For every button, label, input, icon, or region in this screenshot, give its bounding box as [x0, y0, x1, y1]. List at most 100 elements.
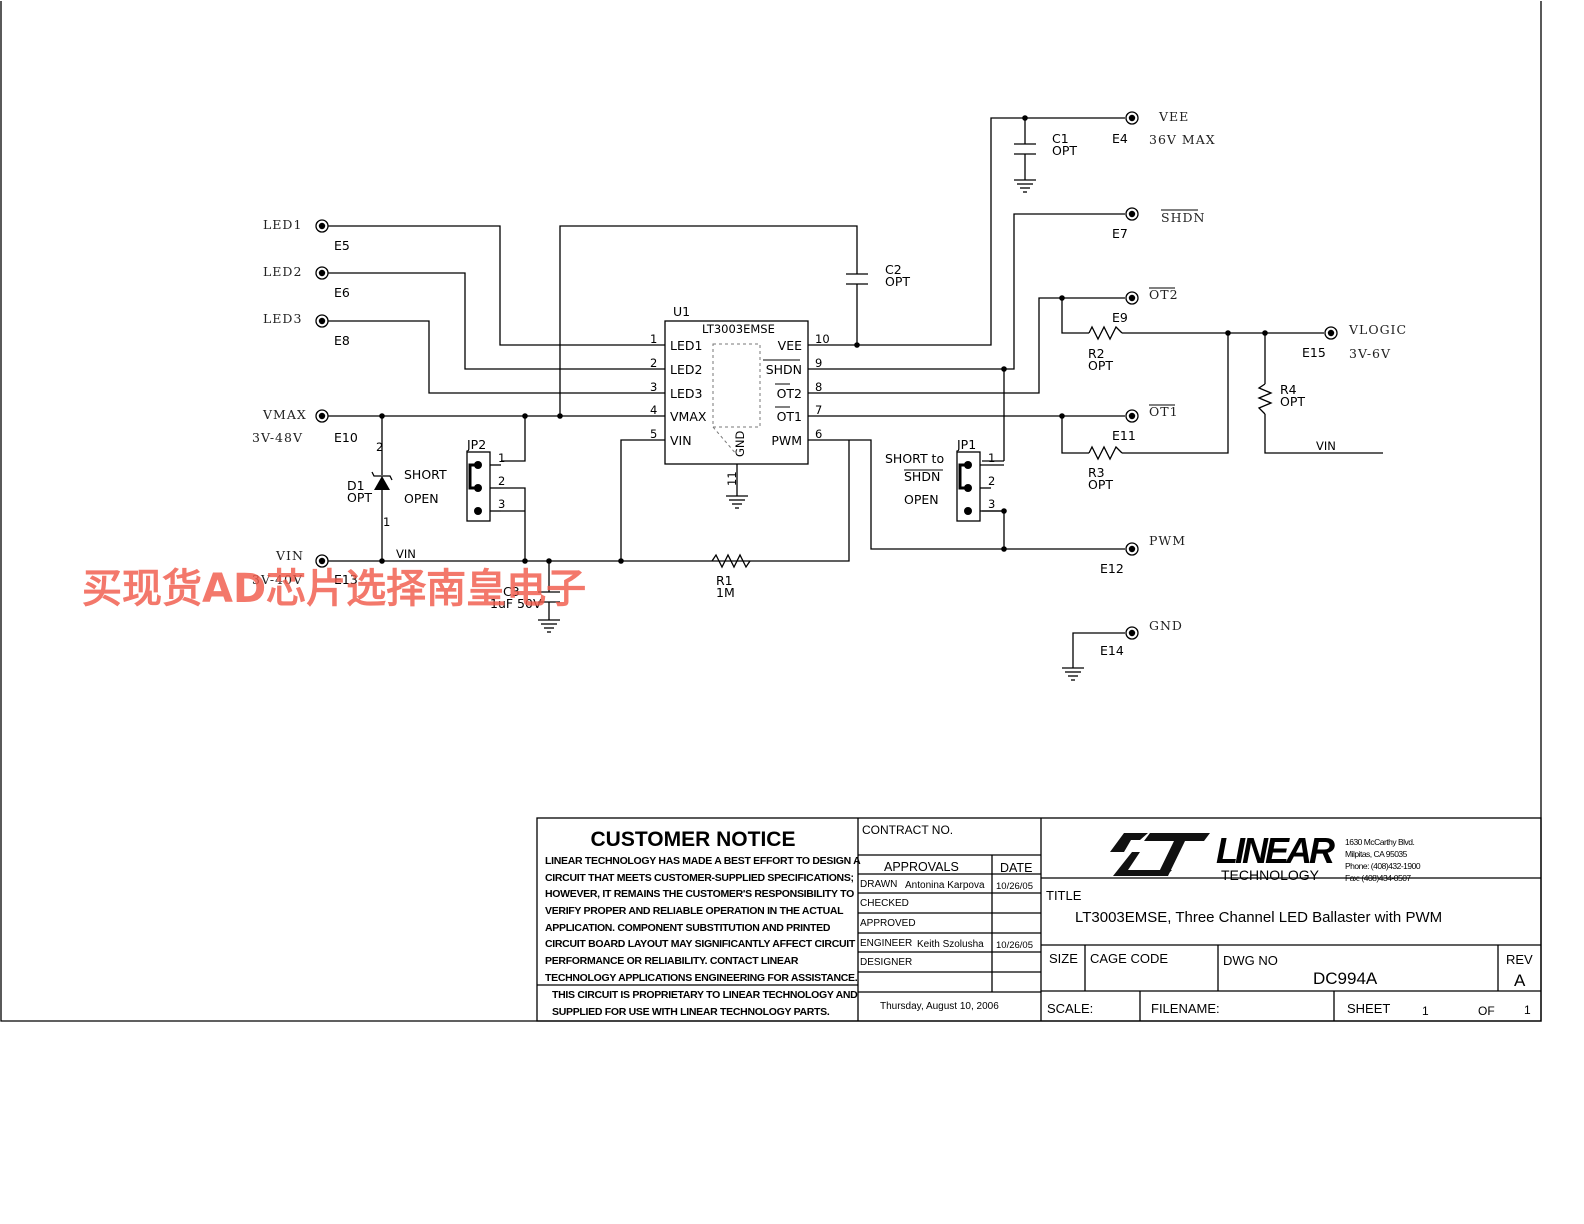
ic-pin-num: 7 [815, 403, 822, 417]
ic-pin-name: OT1 [777, 409, 802, 424]
title-label: TITLE [1046, 888, 1082, 903]
vlogic-name: VLOGIC [1348, 322, 1407, 337]
diode-d1: 2 1 D1 OPT [347, 440, 393, 529]
vin-note: 3V-40V [252, 572, 303, 587]
led2-name: LED2 [263, 264, 302, 279]
c3-ref: C3 [503, 584, 520, 599]
ic-pin-name: LED3 [670, 386, 702, 401]
notice-line: TECHNOLOGY APPLICATIONS ENGINEERING FOR … [545, 972, 858, 984]
sheet-label: SHEET [1347, 1001, 1390, 1016]
c3-value: 1uF 50V [490, 596, 542, 611]
ic-pin-name: LED1 [670, 338, 702, 353]
resistor-r1: R1 1M [711, 553, 751, 600]
engineer-date: 10/26/05 [996, 940, 1033, 951]
drawn-label: DRAWN [860, 879, 897, 890]
led1-ref: E5 [334, 238, 350, 253]
ot2-name: OT2 [1149, 287, 1179, 302]
terminal-vee [1125, 111, 1139, 125]
ic-part: LT3003EMSE [702, 322, 775, 336]
notice-line: PERFORMANCE OR RELIABILITY. CONTACT LINE… [545, 955, 799, 967]
r2-value: OPT [1088, 358, 1113, 373]
capacitor-c2: C2 OPT [846, 262, 910, 289]
c1-value: OPT [1052, 143, 1077, 158]
notice-line: VERIFY PROPER AND RELIABLE OPERATION IN … [545, 905, 844, 917]
jp1-pin: 2 [988, 474, 995, 488]
jp2-ref: JP2 [466, 437, 486, 452]
ic-ref: U1 [673, 304, 690, 319]
ot1-ref: E11 [1112, 428, 1136, 443]
approvals-header: APPROVALS [884, 860, 959, 874]
vmax-note: 3V-48V [252, 430, 303, 445]
ic-pin-num: 8 [815, 380, 822, 394]
ic-pin-num: 2 [650, 356, 657, 370]
date-header: DATE [1000, 861, 1032, 875]
gnd-ref: E14 [1100, 643, 1124, 658]
c2-ref: C2 [885, 262, 902, 277]
ic-pin-name: SHDN [766, 362, 802, 377]
capacitor-c1: C1 OPT [1014, 131, 1077, 193]
size-label: SIZE [1049, 951, 1078, 966]
address-line: 1630 McCarthy Blvd. [1345, 837, 1415, 847]
filename-label: FILENAME: [1151, 1001, 1220, 1016]
c1-ref: C1 [1052, 131, 1069, 146]
resistor-r4: R4 OPT [1257, 382, 1305, 415]
drawn-date: 10/26/05 [996, 881, 1033, 892]
ic-gnd-pin: 11 [725, 471, 739, 486]
drawn-name: Antonina Karpova [905, 880, 985, 891]
terminal-led2 [315, 266, 329, 280]
ic-pin-num: 3 [650, 380, 657, 394]
ic-pin-name: VEE [778, 338, 802, 353]
notice-title: CUSTOMER NOTICE [591, 828, 796, 851]
jp1-label-open: OPEN [904, 492, 939, 507]
jumper-jp2: JP2 SHORT OPEN 1 2 3 [404, 437, 505, 522]
dwg-no-label: DWG NO [1223, 953, 1278, 968]
cage-code-label: CAGE CODE [1090, 951, 1168, 966]
d1-ref: D1 [347, 478, 365, 493]
vin-net-label-r4: VIN [1316, 439, 1336, 453]
jp2-label-open: OPEN [404, 491, 439, 506]
r2-ref: R2 [1088, 346, 1105, 361]
r1-ref: R1 [716, 573, 733, 588]
ic-pin-num: 9 [815, 356, 822, 370]
vin-name: VIN [275, 548, 304, 563]
ic-pin-num: 6 [815, 427, 822, 441]
proprietary-line: SUPPLIED FOR USE WITH LINEAR TECHNOLOGY … [552, 1006, 830, 1018]
shdn-ref: E7 [1112, 226, 1128, 241]
linear-logo-icon [1110, 833, 1210, 876]
ic-pin-name: VMAX [670, 409, 707, 424]
drawing-title: LT3003EMSE, Three Channel LED Ballaster … [1075, 909, 1442, 926]
d1-pin-k: 1 [383, 515, 390, 529]
notice-line: CIRCUIT BOARD LAYOUT MAY SIGNIFICANTLY A… [545, 938, 856, 950]
shdn-name: SHDN [1161, 210, 1205, 225]
terminal-vin [315, 554, 329, 568]
print-date: Thursday, August 10, 2006 [880, 1001, 999, 1012]
terminal-led1 [315, 219, 329, 233]
terminal-pwm [1125, 542, 1139, 556]
jumper-jp1: JP1 SHORT to SHDN OPEN 1 2 3 [885, 437, 1004, 522]
logo-sub: TECHNOLOGY [1221, 867, 1320, 883]
jp1-ref: JP1 [956, 437, 976, 452]
wires [320, 117, 1383, 668]
ot1-name: OT1 [1149, 404, 1179, 419]
proprietary-line: THIS CIRCUIT IS PROPRIETARY TO LINEAR TE… [552, 989, 858, 1001]
notice-line: CIRCUIT THAT MEETS CUSTOMER-SUPPLIED SPE… [545, 872, 854, 884]
vlogic-ref: E15 [1302, 345, 1326, 360]
jp1-label-short: SHORT to [885, 451, 944, 466]
address-line: Phone: (408)432-1900 [1345, 861, 1421, 871]
sheet-total: 1 [1524, 1003, 1531, 1017]
notice-line: HOWEVER, IT REMAINS THE CUSTOMER'S RESPO… [545, 888, 854, 900]
vmax-ref: E10 [334, 430, 358, 445]
address-line: Milpitas, CA 95035 [1345, 849, 1408, 859]
led3-name: LED3 [263, 311, 302, 326]
ic-u1: U1 LT3003EMSE 1 2 3 4 5 LED1 LED2 LED3 V… [642, 304, 832, 509]
d1-pin-a: 2 [376, 440, 383, 454]
jp2-label-short: SHORT [404, 467, 447, 482]
approved-label: APPROVED [860, 918, 916, 929]
sheet-number: 1 [1422, 1004, 1429, 1018]
watermark-text: 买现货AD芯片选择南皇电子 [82, 566, 586, 612]
d1-value: OPT [347, 490, 372, 505]
address-line: Fax: (408)434-0507 [1345, 873, 1411, 883]
terminal-shdn [1125, 207, 1139, 221]
vee-note: 36V MAX [1149, 132, 1216, 147]
junctions [379, 115, 1268, 564]
